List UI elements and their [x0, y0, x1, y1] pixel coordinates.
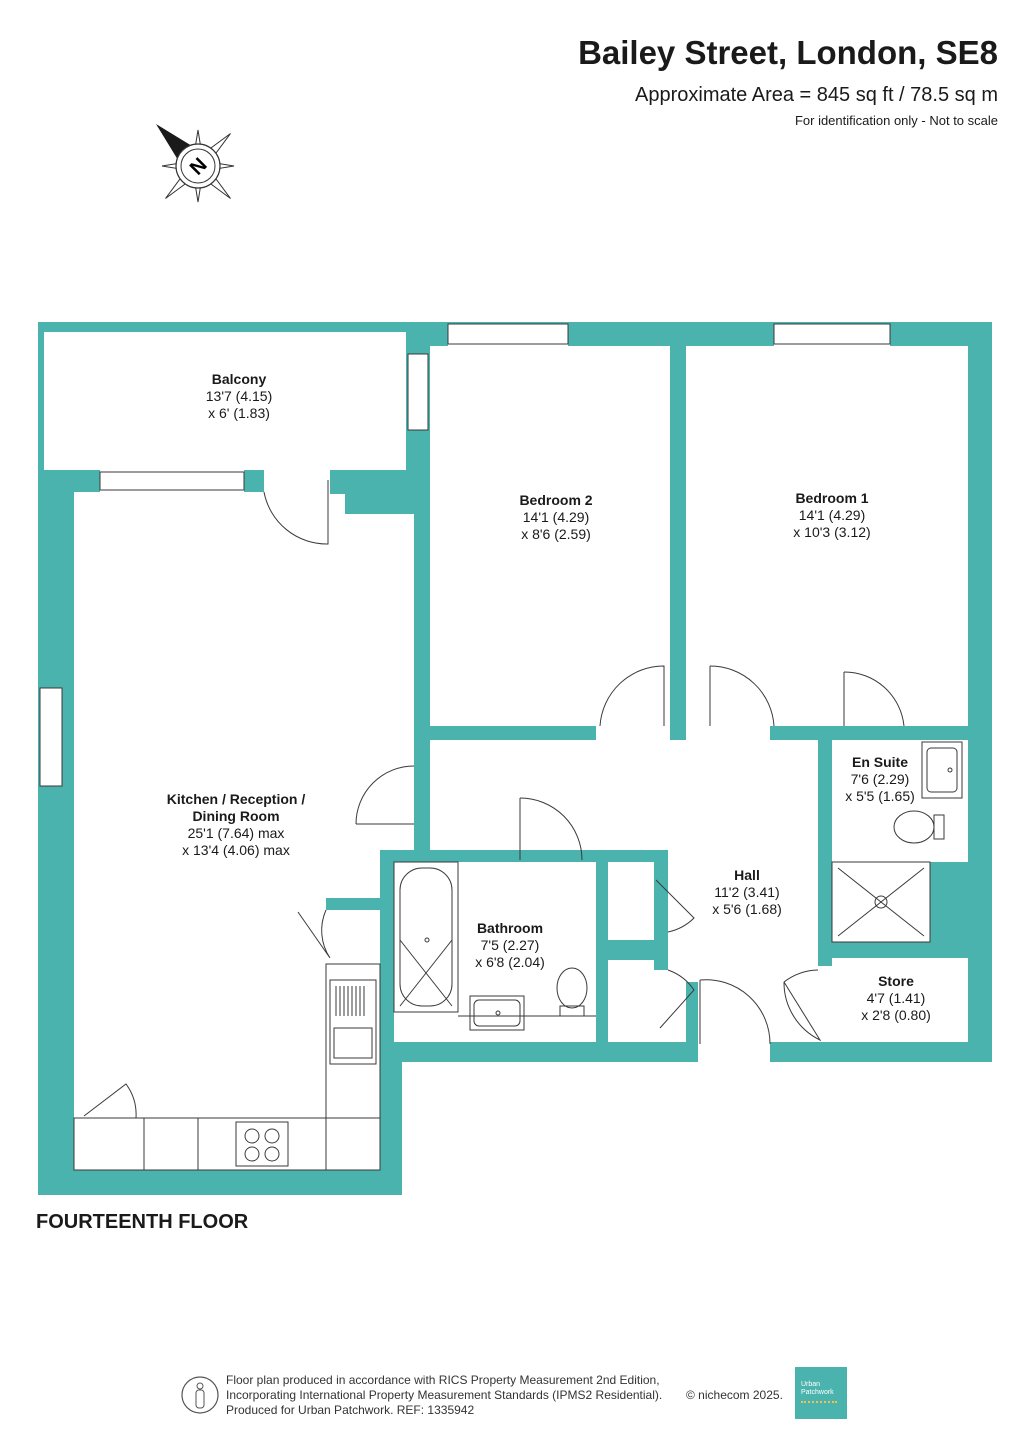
windows: [39, 323, 891, 787]
urban-patchwork-logo: Urban Patchwork: [795, 1367, 847, 1419]
bedroom1-name: Bedroom 1: [795, 490, 868, 506]
room-labels: Balcony 13'7 (4.15) x 6' (1.83) Bedroom …: [167, 371, 931, 1023]
property-title: Bailey Street, London, SE8: [578, 34, 998, 71]
logo-line1: Urban: [801, 1381, 821, 1388]
bedroom2-name: Bedroom 2: [519, 492, 592, 508]
ensuite-name: En Suite: [852, 754, 908, 770]
identification-note: For identification only - Not to scale: [794, 113, 998, 128]
bedroom2-dim1: 14'1 (4.29): [523, 509, 590, 525]
copyright: © nichecom 2025.: [686, 1388, 783, 1402]
kitchen-name2: Dining Room: [192, 808, 279, 824]
ensuite-dim2: x 5'5 (1.65): [845, 788, 915, 804]
hall-dim1: 11'2 (3.41): [714, 884, 779, 900]
footer-line1: Floor plan produced in accordance with R…: [226, 1373, 660, 1387]
walls: [38, 322, 992, 1195]
ensuite-fittings: [831, 741, 963, 943]
person-icon: [181, 1376, 219, 1414]
kitchen-dim2: x 13'4 (4.06) max: [182, 842, 290, 858]
bedroom1-dim1: 14'1 (4.29): [799, 507, 866, 523]
approximate-area: Approximate Area = 845 sq ft / 78.5 sq m: [635, 84, 998, 106]
store-dim2: x 2'8 (0.80): [861, 1007, 931, 1023]
footer-notes: Floor plan produced in accordance with R…: [226, 1373, 662, 1418]
bathroom-dim1: 7'5 (2.27): [481, 937, 540, 953]
balcony-dim2: x 6' (1.83): [208, 405, 270, 421]
footer-line3: Produced for Urban Patchwork. REF: 13359…: [226, 1403, 475, 1417]
compass-icon: N: [156, 124, 235, 203]
balcony-name: Balcony: [212, 371, 267, 387]
hall-dim2: x 5'6 (1.68): [712, 901, 782, 917]
store-name: Store: [878, 973, 914, 989]
store-dim1: 4'7 (1.41): [867, 990, 926, 1006]
kitchen-name1: Kitchen / Reception /: [167, 791, 306, 807]
bathroom-name: Bathroom: [477, 920, 543, 936]
logo-dots: [801, 1401, 837, 1405]
hall-name: Hall: [734, 867, 760, 883]
footer-line2: Incorporating International Property Mea…: [226, 1388, 663, 1402]
floor-label: FOURTEENTH FLOOR: [36, 1211, 249, 1233]
kitchen-dim1: 25'1 (7.64) max: [188, 825, 285, 841]
logo-line2: Patchwork: [801, 1389, 834, 1396]
bathroom-fittings: [393, 861, 596, 1031]
ensuite-dim1: 7'6 (2.29): [851, 771, 910, 787]
bathroom-dim2: x 6'8 (2.04): [475, 954, 545, 970]
doors: [83, 480, 905, 1119]
balcony-dim1: 13'7 (4.15): [206, 388, 273, 404]
bedroom1-dim2: x 10'3 (3.12): [793, 524, 870, 540]
kitchen-fittings: [73, 963, 381, 1171]
bedroom2-dim2: x 8'6 (2.59): [521, 526, 591, 542]
